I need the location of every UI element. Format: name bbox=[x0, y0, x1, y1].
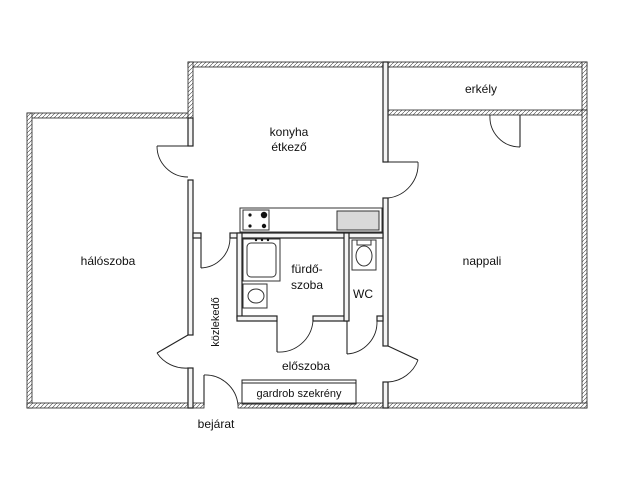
room-label-nappali: nappali bbox=[463, 254, 502, 268]
stove-burner-icon bbox=[248, 224, 252, 228]
room-label-erkely: erkély bbox=[465, 82, 497, 96]
room-label-eloszoba: előszoba bbox=[282, 359, 330, 373]
room-label-konyha: konyha bbox=[270, 125, 309, 139]
room-label-haloszoba: hálószoba bbox=[81, 254, 136, 268]
entrance-label: bejárat bbox=[198, 417, 235, 431]
door-icon bbox=[387, 161, 419, 199]
entrance-door-icon bbox=[203, 374, 239, 406]
interior-walls bbox=[187, 61, 389, 409]
stove-burner-icon bbox=[260, 211, 268, 219]
room-label-etkezo: étkező bbox=[271, 140, 307, 154]
door-icon bbox=[156, 145, 189, 178]
door-icon bbox=[387, 345, 419, 383]
door-icon bbox=[276, 320, 314, 353]
room-label-kozlekedo: közlekedő bbox=[210, 297, 222, 347]
stove-burner-icon bbox=[261, 223, 267, 229]
room-label-wc: WC bbox=[353, 287, 373, 301]
room-label-szoba: szoba bbox=[291, 278, 323, 292]
door-icon bbox=[346, 320, 378, 355]
doors bbox=[156, 114, 521, 406]
exterior-walls bbox=[26, 61, 588, 409]
kitchen-sink-icon bbox=[336, 210, 380, 231]
bathroom-fixtures bbox=[242, 238, 377, 309]
room-label-furdo: fürdő- bbox=[291, 262, 322, 276]
door-icon bbox=[200, 237, 231, 269]
door-icon bbox=[489, 114, 521, 148]
door-icon bbox=[156, 334, 189, 369]
wardrobe-label: gardrob szekrény bbox=[257, 388, 342, 400]
kitchen-counter bbox=[239, 207, 383, 233]
stove-burner-icon bbox=[248, 213, 252, 217]
